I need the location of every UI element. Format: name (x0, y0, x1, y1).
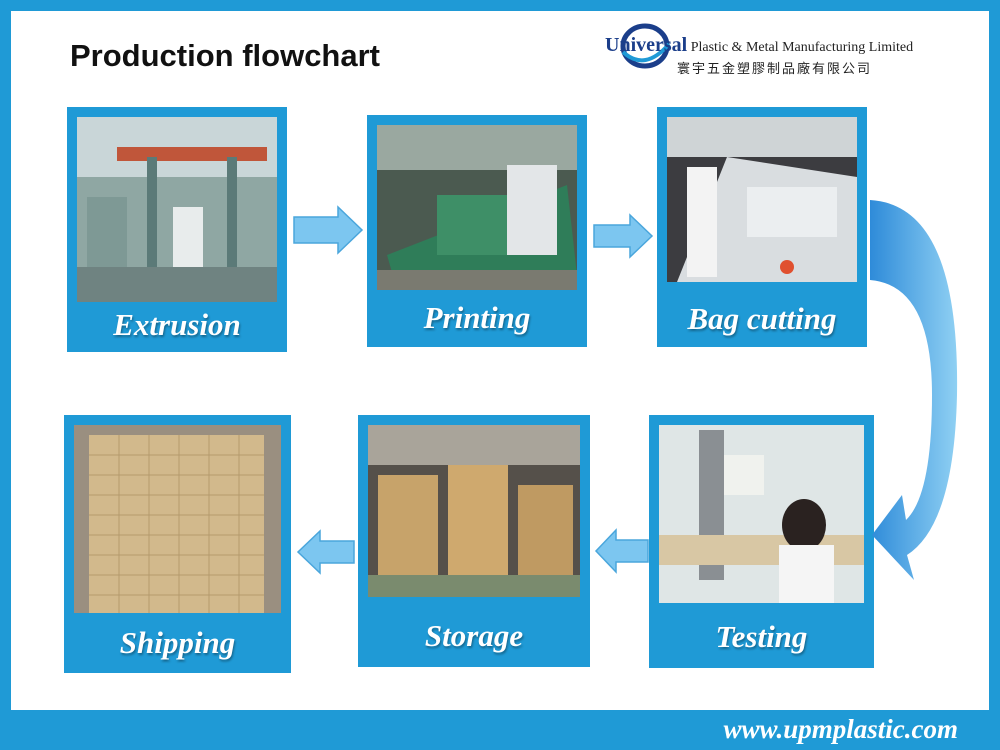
page-title: Production flowchart (70, 38, 380, 73)
arrow-left-icon (594, 528, 649, 574)
arrow-right-icon (293, 205, 364, 255)
step-card-testing: Testing (649, 415, 874, 668)
website-url: www.upmplastic.com (723, 714, 958, 744)
extrusion-photo (77, 117, 277, 302)
step-card-extrusion: Extrusion (67, 107, 287, 352)
shipping-photo (74, 425, 281, 613)
step-label: Extrusion (113, 307, 241, 342)
curved-arrow-down-icon (870, 200, 958, 580)
arrow-right-icon (593, 213, 654, 259)
step-card-storage: Storage (358, 415, 590, 667)
step-label: Testing (715, 619, 808, 654)
step-card-bag-cutting: Bag cutting (657, 107, 867, 347)
arrow-left-icon (296, 529, 355, 575)
step-card-printing: Printing (367, 115, 587, 347)
bag-cutting-photo (667, 117, 857, 282)
company-logo: Universal Plastic & Metal Manufacturing … (605, 22, 985, 82)
footer-bar: www.upmplastic.com (0, 710, 1000, 750)
company-name: Universal Plastic & Metal Manufacturing … (605, 34, 913, 57)
printing-photo (377, 125, 577, 290)
step-card-shipping: Shipping (64, 415, 291, 673)
step-label: Bag cutting (687, 301, 837, 336)
step-label: Storage (424, 618, 524, 653)
company-name-chinese: 寰宇五金塑膠制品廠有限公司 (677, 62, 873, 77)
globe-logo-icon (620, 23, 671, 69)
brand-name: Universal (605, 34, 688, 56)
testing-photo (659, 425, 864, 603)
step-label: Printing (423, 300, 531, 335)
storage-photo (368, 425, 580, 597)
step-label: Shipping (119, 625, 236, 660)
brand-tagline: Plastic & Metal Manufacturing Limited (690, 40, 914, 55)
